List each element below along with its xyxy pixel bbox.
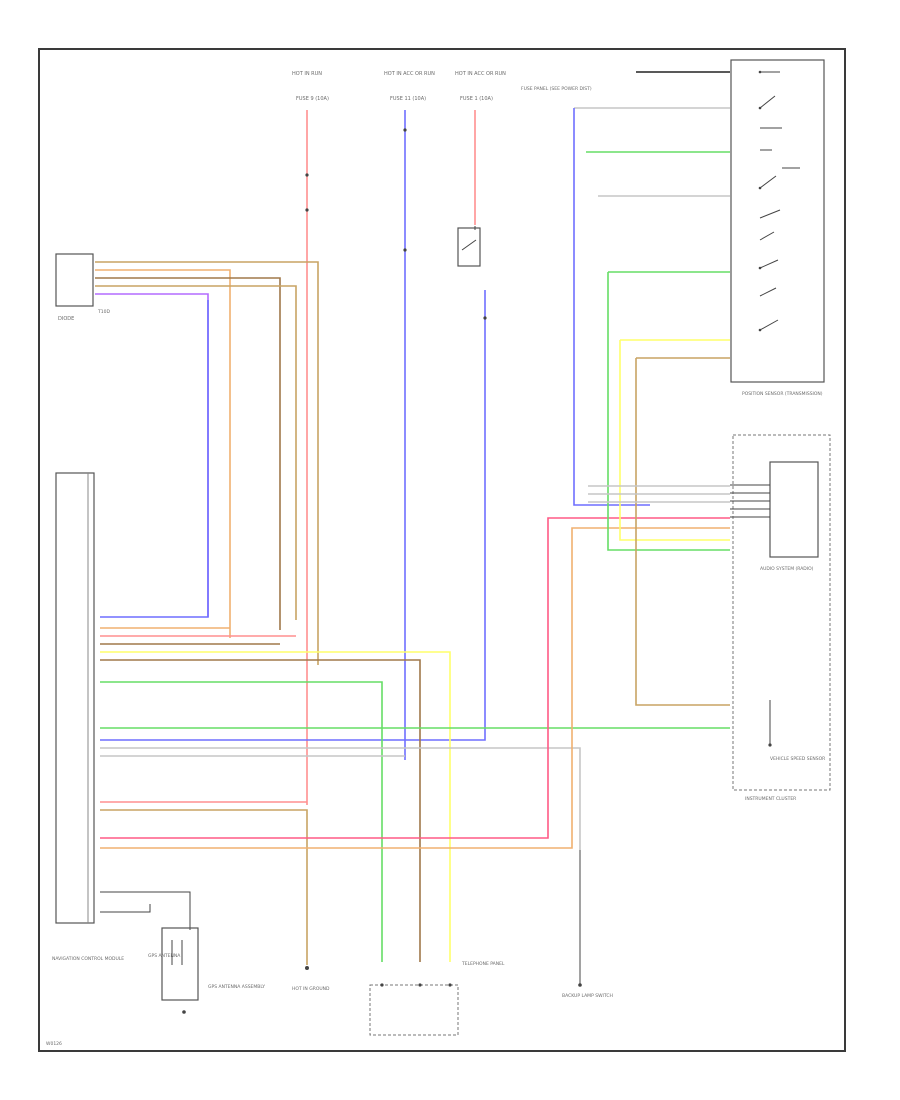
position-sensor-label: POSITION SENSOR (TRANSMISSION) [742,391,823,397]
audio-radio-inner [769,461,819,558]
gps-antenna-coil [171,940,183,965]
hot-in-ground-label: HOT IN GROUND [292,986,330,992]
wire-ps-green-2 [607,271,730,551]
wire-nav-11-tan [100,809,308,965]
relay-switch [461,226,477,251]
audio-pin-lines [730,484,770,518]
label-hot-acc-run: HOT IN ACC OR RUN [384,71,435,77]
wire-nav-12-pink [100,517,650,839]
tel-pin-1 [380,983,384,987]
nav-module-label: NAVIGATION CONTROL MODULE [52,956,124,962]
wire-harness-1 [95,261,319,665]
label-hot-run: HOT IN RUN [292,71,322,77]
telephone-panel-label: TELEPHONE PANEL [461,961,505,967]
wire-ps-blue [573,108,650,506]
wire-nav-5 [100,659,421,962]
node-blue-2 [403,248,407,252]
node-red-2 [305,208,309,212]
backup-lamp-dot [578,983,582,987]
speed-sensor-label: VEHICLE SPEED SENSOR [770,756,825,762]
label-fuse-panel: FUSE PANEL (SEE POWER DIST) [521,86,592,92]
label-fuse-11: FUSE 11 (10A) [390,96,426,102]
wire-harness-3 [95,277,281,630]
wire-nav-13-orange [100,527,650,849]
tel-pin-2 [418,983,422,987]
gps-antenna-label: GPS ANTENNA [148,953,181,959]
footer-code: W0126 [46,1041,62,1047]
gps-antenna-box [161,927,199,1001]
wire-harness-4 [95,285,297,620]
ground-node [305,966,309,970]
relay-box [457,227,481,267]
wire-nav-6-green [100,681,383,962]
wire-harness-5 [95,293,209,617]
nav-module-strip [55,472,95,924]
tel-pin-3 [448,983,452,987]
label-fuse-1: FUSE 1 (10A) [460,96,493,102]
diagram-frame [38,48,846,1052]
position-sensor-switches [758,70,800,332]
wire-third-supply-b [100,290,486,741]
wire-harness-5b [100,300,209,618]
wire-ps-yellow [619,339,730,541]
telephone-panel-box [369,984,459,1036]
audio-system-label: AUDIO SYSTEM (RADIO) [760,566,814,572]
node-red-1 [305,173,309,177]
node-blue-1 [403,128,407,132]
wire-ps-tan [635,357,730,706]
diode-box [55,253,94,307]
diode-label: DIODE [58,316,74,322]
wire-nav-4 [100,651,451,962]
speed-sensor-dot [768,743,772,747]
gps-rf-label: GPS ANTENNA ASSEMBLY [208,984,265,990]
backup-lamp-label: BACKUP LAMP SWITCH [562,993,613,999]
audio-system-box [732,434,831,791]
t10d-label: T10D [97,309,110,315]
gps-ground-dot [182,1010,186,1014]
wire-harness-2 [95,269,231,638]
node-third-1 [483,316,487,320]
label-hot-acc-run-2: HOT IN ACC OR RUN [455,71,506,77]
wire-nav-8-gray [100,747,581,850]
position-sensor-box [730,59,825,383]
label-fuse-9: FUSE 9 (10A) [296,96,329,102]
instrument-cluster-label: INSTRUMENT CLUSTER [745,796,796,802]
nav-ground-wires [100,891,191,930]
